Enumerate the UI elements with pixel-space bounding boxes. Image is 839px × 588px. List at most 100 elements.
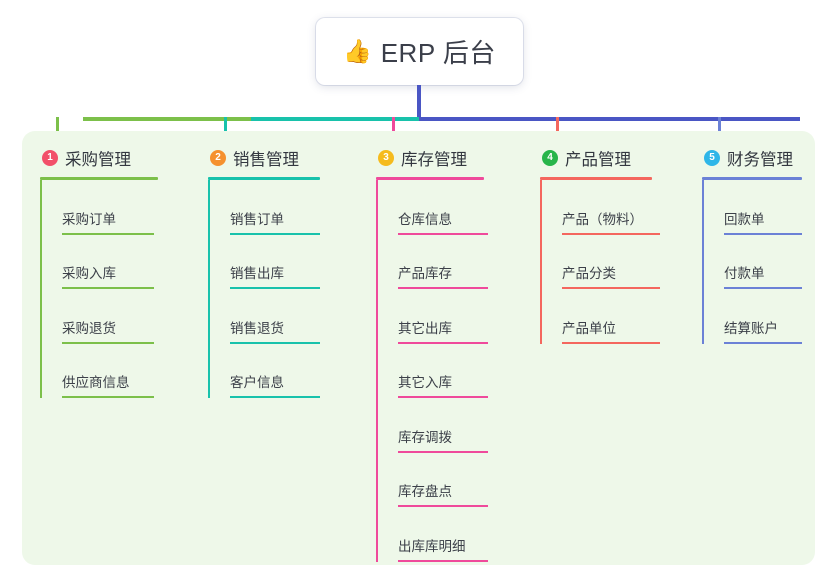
leaf-node-label: 出库库明细 (398, 538, 466, 554)
leaf-node-label: 采购入库 (62, 266, 116, 282)
thumbs-up-icon: 👍 (343, 38, 372, 64)
leaf-node-rule (398, 341, 488, 344)
branch-header-5[interactable]: 5 财务管理 (702, 145, 802, 171)
leaf-node-rule (230, 396, 320, 398)
leaf-node-rule (562, 287, 660, 289)
leaf-node-label: 其它出库 (398, 320, 452, 336)
branch-title: 产品管理 (565, 151, 631, 169)
leaf-node-label: 产品（物料） (562, 211, 643, 227)
leaf-node[interactable]: 产品库存 (376, 235, 488, 289)
leaf-node-label: 销售退货 (230, 320, 284, 336)
leaf-node-label: 客户信息 (230, 375, 284, 391)
branch-number-badge: 1 (42, 150, 58, 166)
branch-title: 库存管理 (401, 151, 467, 169)
leaf-node-label: 产品库存 (398, 266, 452, 282)
leaf-node[interactable]: 回款单 (702, 180, 802, 235)
branch-header-rule (540, 177, 652, 180)
leaf-node-label: 采购订单 (62, 211, 116, 227)
leaf-node-rule (62, 341, 154, 344)
leaf-node-label: 仓库信息 (398, 211, 452, 227)
branch-column-2: 2 销售管理销售订单销售出库销售退货客户信息 (208, 145, 320, 398)
branch-column-1: 1 采购管理采购订单采购入库采购退货供应商信息 (40, 145, 158, 398)
leaf-node[interactable]: 库存调拨 (376, 398, 488, 453)
branch-column-5: 5 财务管理回款单付款单结算账户 (702, 145, 802, 344)
leaf-node-rule (398, 232, 488, 235)
bus-segment-2 (251, 117, 419, 121)
branch-item-list: 回款单付款单结算账户 (702, 180, 802, 344)
leaf-node[interactable]: 出库库明细 (376, 507, 488, 562)
leaf-node[interactable]: 产品分类 (540, 235, 660, 289)
branch-header-rule (208, 177, 320, 180)
leaf-node[interactable]: 付款单 (702, 235, 802, 289)
leaf-node-label: 付款单 (724, 266, 765, 282)
leaf-node-rule (562, 232, 660, 235)
leaf-node-rule (398, 287, 488, 289)
root-stem (417, 85, 421, 120)
leaf-node[interactable]: 结算账户 (702, 289, 802, 344)
leaf-node-rule (398, 396, 488, 398)
leaf-node[interactable]: 客户信息 (208, 344, 320, 398)
branch-header-rule (702, 177, 802, 180)
branch-header-1[interactable]: 1 采购管理 (40, 145, 158, 171)
leaf-node-label: 销售出库 (230, 266, 284, 282)
branch-number-badge: 4 (542, 150, 558, 166)
branch-header-4[interactable]: 4 产品管理 (540, 145, 660, 171)
leaf-node-rule (62, 232, 154, 235)
branch-spine (376, 180, 378, 562)
branch-item-list: 销售订单销售出库销售退货客户信息 (208, 180, 320, 398)
leaf-node-label: 产品分类 (562, 266, 616, 282)
branch-item-list: 仓库信息产品库存其它出库其它入库库存调拨库存盘点出库库明细 (376, 180, 488, 562)
leaf-node-rule (724, 287, 802, 289)
leaf-node[interactable]: 其它出库 (376, 289, 488, 344)
leaf-node[interactable]: 产品（物料） (540, 180, 660, 235)
branch-spine (208, 180, 210, 398)
leaf-node-rule (230, 232, 320, 235)
leaf-node-rule (562, 341, 660, 344)
leaf-node-rule (724, 232, 802, 235)
root-title: ERP 后台 (380, 38, 496, 68)
leaf-node[interactable]: 其它入库 (376, 344, 488, 398)
branch-spine (702, 180, 704, 344)
branch-title: 财务管理 (727, 151, 793, 169)
branch-column-3: 3 库存管理仓库信息产品库存其它出库其它入库库存调拨库存盘点出库库明细 (376, 145, 488, 562)
leaf-node[interactable]: 产品单位 (540, 289, 660, 344)
leaf-node-rule (62, 287, 154, 289)
leaf-node-rule (230, 341, 320, 344)
leaf-node-rule (724, 341, 802, 344)
leaf-node[interactable]: 采购入库 (40, 235, 158, 289)
branch-spine (540, 180, 542, 344)
branch-column-4: 4 产品管理产品（物料） 产品分类产品单位 (540, 145, 660, 344)
root-node[interactable]: 👍 ERP 后台 (316, 18, 523, 85)
leaf-node-label: 销售订单 (230, 211, 284, 227)
branch-number-badge: 3 (378, 150, 394, 166)
branch-header-rule (40, 177, 158, 180)
leaf-node[interactable]: 销售退货 (208, 289, 320, 344)
leaf-node-label: 产品单位 (562, 320, 616, 336)
branch-title: 销售管理 (233, 151, 299, 169)
leaf-node-label: 采购退货 (62, 320, 116, 336)
leaf-node[interactable]: 销售订单 (208, 180, 320, 235)
leaf-node-rule (398, 450, 488, 453)
bus-segment-3 (419, 117, 800, 121)
branch-number-badge: 2 (210, 150, 226, 166)
branch-header-3[interactable]: 3 库存管理 (376, 145, 488, 171)
branch-title: 采购管理 (65, 151, 131, 169)
branch-header-2[interactable]: 2 销售管理 (208, 145, 320, 171)
bus-segment-1 (83, 117, 251, 121)
leaf-node-rule (62, 396, 154, 398)
leaf-node-label: 供应商信息 (62, 375, 130, 391)
leaf-node[interactable]: 销售出库 (208, 235, 320, 289)
branch-item-list: 采购订单采购入库采购退货供应商信息 (40, 180, 158, 398)
leaf-node[interactable]: 采购订单 (40, 180, 158, 235)
leaf-node[interactable]: 供应商信息 (40, 344, 158, 398)
leaf-node[interactable]: 仓库信息 (376, 180, 488, 235)
branch-header-rule (376, 177, 484, 180)
leaf-node-label: 其它入库 (398, 375, 452, 391)
leaf-node[interactable]: 采购退货 (40, 289, 158, 344)
branch-number-badge: 5 (704, 150, 720, 166)
branches-card (22, 131, 815, 565)
leaf-node[interactable]: 库存盘点 (376, 453, 488, 507)
leaf-node-label: 结算账户 (724, 320, 778, 336)
leaf-node-rule (398, 505, 488, 507)
